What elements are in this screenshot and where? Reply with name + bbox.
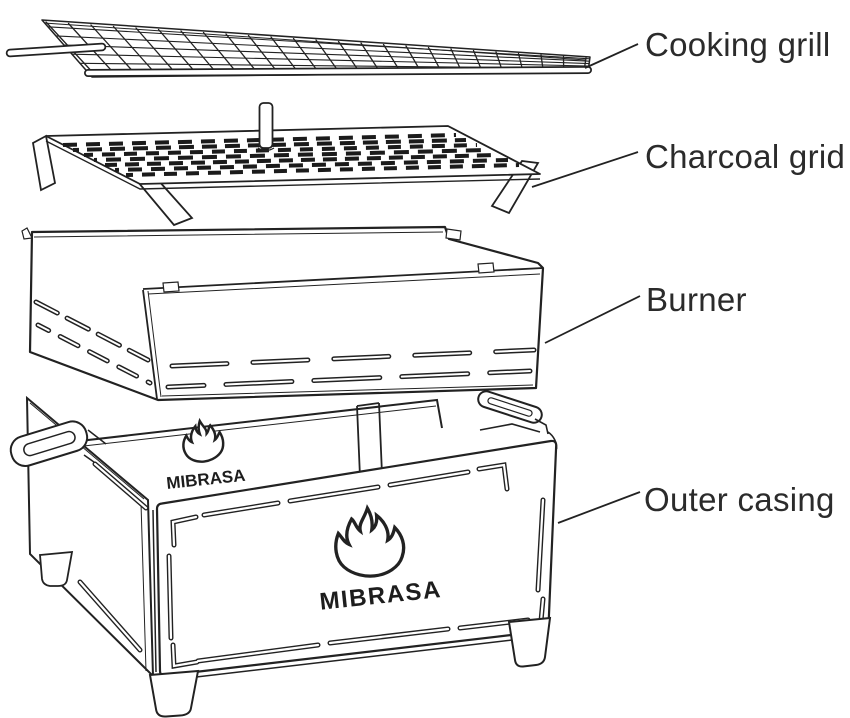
leader-outer-casing	[557, 491, 641, 524]
casing-foot-front-left	[148, 669, 200, 718]
leader-charcoal-grid	[531, 151, 639, 188]
casing-right-handle	[477, 390, 543, 424]
brand-wordmark-back: MIBRASA	[165, 466, 246, 493]
label-outer-casing: Outer casing	[644, 481, 835, 518]
casing-divider-post	[356, 402, 383, 478]
brand-logo-back-mirrored: MIBRASA	[165, 417, 246, 493]
casing-left-handle	[9, 420, 89, 467]
cooking-grill-drawing	[5, 19, 592, 78]
charcoal-grid-leg-left	[32, 134, 57, 192]
leader-burner	[544, 295, 641, 344]
label-burner: Burner	[646, 281, 747, 318]
outer-casing-drawing: MIBRASA	[9, 390, 558, 718]
leader-cooking-grill	[584, 43, 639, 69]
label-cooking-grill: Cooking grill	[645, 26, 831, 63]
charcoal-grid-leg-front	[136, 179, 194, 227]
casing-foot-front-right	[507, 616, 552, 668]
cooking-grill-frame-rod	[5, 42, 592, 77]
charcoal-grid-drawing	[32, 102, 541, 227]
charcoal-grid-peg	[257, 102, 275, 152]
leader-lines	[531, 43, 641, 524]
burner-drawing	[21, 225, 545, 402]
label-charcoal-grid: Charcoal grid	[645, 138, 846, 175]
casing-foot-back-left	[39, 550, 74, 587]
